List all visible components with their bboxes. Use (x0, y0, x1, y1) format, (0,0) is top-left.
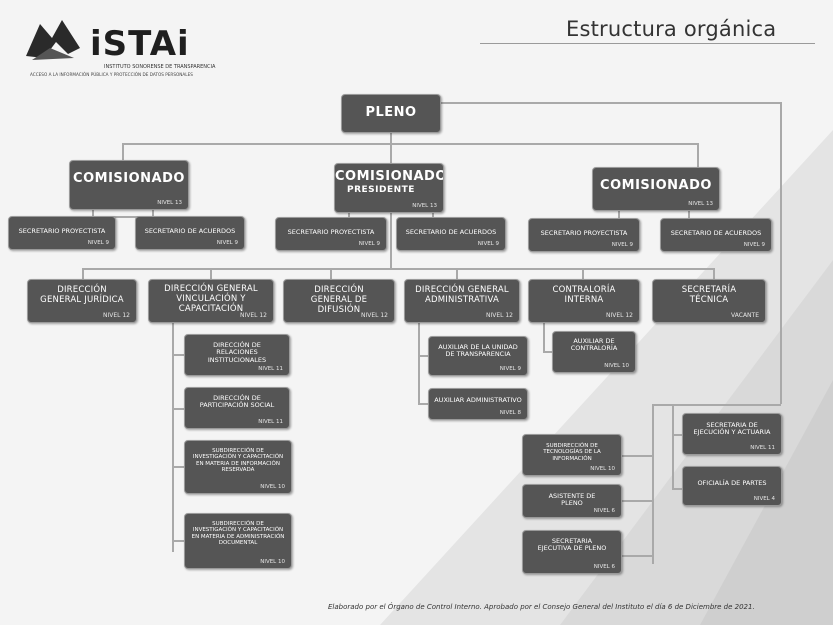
node-secretaria-tecnica: SECRETARÍA TÉCNICA VACANTE (652, 279, 766, 323)
node-direccion-relaciones-institucionales: DIRECCIÓN DE RELACIONES INSTITUCIONALES … (184, 334, 290, 376)
node-secretario-proyectista: SECRETARIO PROYECTISTA NIVEL 9 (275, 217, 387, 251)
node-secretaria-ejecucion-actuaria: SECRETARIA DE EJECUCIÓN Y ACTUARIA NIVEL… (682, 413, 782, 455)
logo-subtitle: INSTITUTO SONORENSE DE TRANSPARENCIA (104, 64, 216, 70)
logo-figure-icon (26, 20, 80, 60)
node-direccion-general-difusion: DIRECCIÓN GENERAL DE DIFUSIÓN NIVEL 12 (283, 279, 395, 323)
node-secretario-acuerdos: SECRETARIO DE ACUERDOS NIVEL 9 (660, 218, 772, 252)
node-comisionado-right: COMISIONADO NIVEL 13 (592, 167, 720, 211)
footer-note: Elaborado por el Órgano de Control Inter… (328, 603, 755, 611)
node-comisionado-left: COMISIONADO NIVEL 13 (69, 160, 189, 210)
node-subdireccion-informacion-reservada: SUBDIRECCIÓN DE INVESTIGACIÓN Y CAPACITA… (184, 440, 292, 494)
node-direccion-general-vinculacion: DIRECCIÓN GENERAL VINCULACIÓN Y CAPACITA… (148, 279, 274, 323)
node-asistente-pleno: ASISTENTE DE PLENO NIVEL 6 (522, 484, 622, 518)
node-direccion-general-juridica: DIRECCIÓN GENERAL JURÍDICA NIVEL 12 (27, 279, 137, 323)
node-secretario-proyectista: SECRETARIO PROYECTISTA NIVEL 9 (528, 218, 640, 252)
node-secretario-acuerdos: SECRETARIO DE ACUERDOS NIVEL 9 (135, 216, 245, 250)
node-contraloria-interna: CONTRALORÍA INTERNA NIVEL 12 (528, 279, 640, 323)
node-secretario-proyectista: SECRETARIO PROYECTISTA NIVEL 9 (8, 216, 116, 250)
istai-logo: iSTAi INSTITUTO SONORENSE DE TRANSPARENC… (22, 14, 215, 84)
node-secretario-acuerdos: SECRETARIO DE ACUERDOS NIVEL 9 (396, 217, 506, 251)
node-secretaria-ejecutiva-pleno: SECRETARIA EJECUTIVA DE PLENO NIVEL 6 (522, 530, 622, 574)
node-subdireccion-administracion-documental: SUBDIRECCIÓN DE INVESTIGACIÓN Y CAPACITA… (184, 513, 292, 569)
page-title: Estructura orgánica (566, 17, 777, 41)
node-auxiliar-contraloria: AUXILIAR DE CONTRALORÍA NIVEL 10 (552, 331, 636, 373)
node-auxiliar-administrativo: AUXILIAR ADMINISTRATIVO NIVEL 8 (428, 388, 528, 420)
logo-subtitle-2: ACCESO A LA INFORMACIÓN PÚBLICA Y PROTEC… (30, 72, 193, 77)
node-pleno: PLENO (341, 94, 441, 133)
node-direccion-participacion-social: DIRECCIÓN DE PARTICIPACIÓN SOCIAL NIVEL … (184, 387, 290, 429)
logo-name: iSTAi (90, 24, 190, 64)
node-direccion-general-administrativa: DIRECCIÓN GENERAL ADMINISTRATIVA NIVEL 1… (404, 279, 520, 323)
node-comisionado-presidente: COMISIONADO PRESIDENTE NIVEL 13 (334, 163, 444, 213)
node-auxiliar-unidad-transparencia: AUXILIAR DE LA UNIDAD DE TRANSPARENCIA N… (428, 336, 528, 376)
title-divider (480, 43, 815, 44)
node-oficialia-partes: OFICIALÍA DE PARTES NIVEL 4 (682, 466, 782, 506)
node-subdireccion-tecnologias: SUBDIRECCIÓN DE TECNOLOGÍAS DE LA INFORM… (522, 434, 622, 476)
